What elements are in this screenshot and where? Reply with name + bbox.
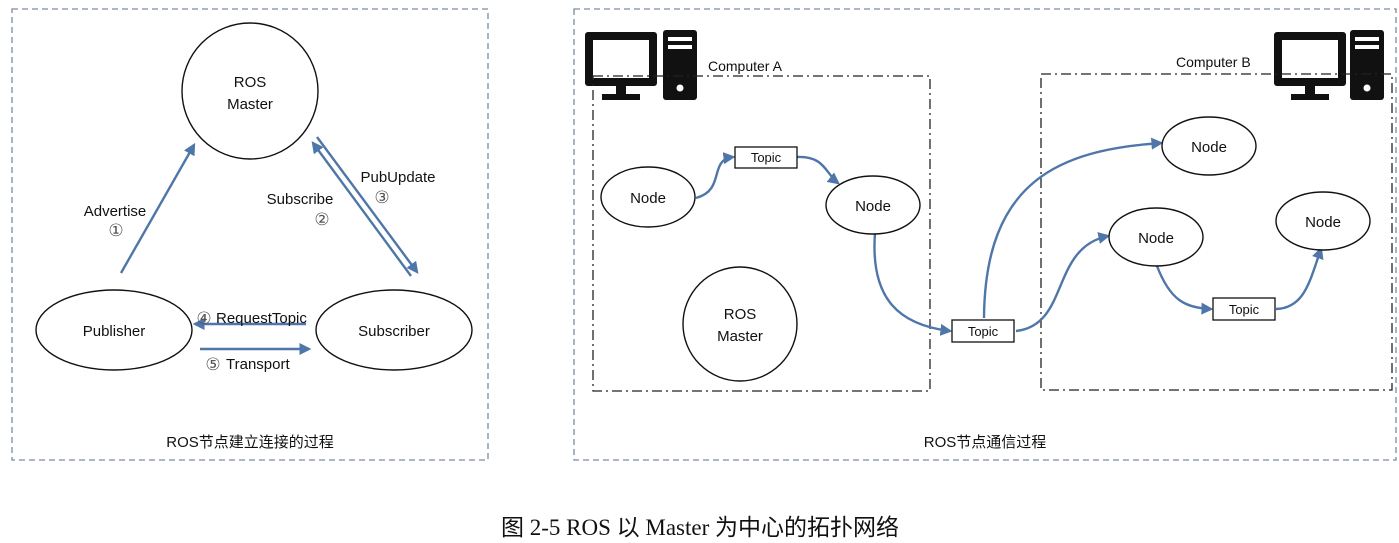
right-panel-caption: ROS节点通信过程	[924, 434, 1047, 451]
node-b1-label: Node	[1191, 139, 1227, 156]
pubupdate-label: PubUpdate	[360, 169, 435, 186]
topic-box-a: Topic	[734, 146, 798, 169]
topic-to-node-a2-arrow	[796, 155, 840, 185]
left-panel-caption: ROS节点建立连接的过程	[166, 434, 334, 451]
topic-to-node-b1-arrow	[982, 137, 1164, 319]
node-b2-label: Node	[1138, 230, 1174, 247]
node-b3: Node	[1275, 191, 1371, 251]
left-panel: ROS Master Publisher Subscriber Advertis…	[11, 8, 489, 461]
computer-b-frame	[1040, 73, 1393, 391]
advertise-step-number: ①	[108, 221, 123, 240]
subscribe-arrow	[311, 141, 412, 277]
request-topic-label: RequestTopic	[216, 310, 307, 327]
node-a2: Node	[825, 175, 921, 235]
right-master-line2: Master	[717, 328, 763, 345]
node-b1: Node	[1161, 116, 1257, 176]
pubupdate-step-number: ③	[374, 188, 389, 207]
topic-box-middle: Topic	[951, 319, 1015, 343]
topic-box-b: Topic	[1212, 297, 1276, 321]
right-master-line1: ROS	[724, 306, 757, 323]
topic-to-node-b2-arrow	[1015, 232, 1111, 333]
advertise-arrow	[119, 142, 196, 274]
node-b3-label: Node	[1305, 214, 1341, 231]
topic-box-b-label: Topic	[1229, 302, 1260, 317]
computer-a-label: Computer A	[708, 58, 783, 74]
subscriber-label: Subscriber	[358, 323, 430, 340]
node-a2-to-topic-arrow	[873, 232, 953, 336]
right-panel: Computer A Computer B Node	[573, 8, 1397, 461]
figure-caption: 图 2-5 ROS 以 Master 为中心的拓扑网络	[501, 515, 899, 540]
computer-a-icon	[585, 30, 697, 100]
pubupdate-arrow	[316, 136, 419, 274]
node-b2-to-topic-arrow	[1155, 265, 1214, 315]
topic-box-a-label: Topic	[751, 150, 782, 165]
left-panel-frame	[11, 8, 489, 461]
node-a2-label: Node	[855, 198, 891, 215]
subscriber-node: Subscriber	[315, 289, 473, 371]
transport-label: Transport	[226, 356, 290, 373]
computer-b-icon	[1274, 30, 1384, 100]
subscribe-step-number: ②	[314, 210, 329, 229]
publisher-node: Publisher	[35, 289, 193, 371]
left-ros-master-node: ROS Master	[181, 22, 319, 160]
topic-to-node-b3-arrow	[1275, 246, 1324, 311]
publisher-label: Publisher	[83, 323, 146, 340]
computer-b-label: Computer B	[1176, 54, 1251, 70]
left-master-line1: ROS	[234, 74, 267, 91]
node-a1-label: Node	[630, 190, 666, 207]
right-ros-master-node: ROS Master	[682, 266, 798, 382]
request-step-number: ④	[196, 309, 211, 328]
topic-box-middle-label: Topic	[968, 324, 999, 339]
advertise-label: Advertise	[84, 203, 147, 220]
computer-a-frame	[592, 75, 931, 392]
subscribe-label: Subscribe	[267, 191, 334, 208]
left-master-line2: Master	[227, 96, 273, 113]
node-a1: Node	[600, 166, 696, 228]
node-a1-to-topic-arrow	[695, 152, 736, 200]
transport-step-number: ⑤	[205, 355, 220, 374]
node-b2: Node	[1108, 207, 1204, 267]
right-panel-frame	[573, 8, 1397, 461]
